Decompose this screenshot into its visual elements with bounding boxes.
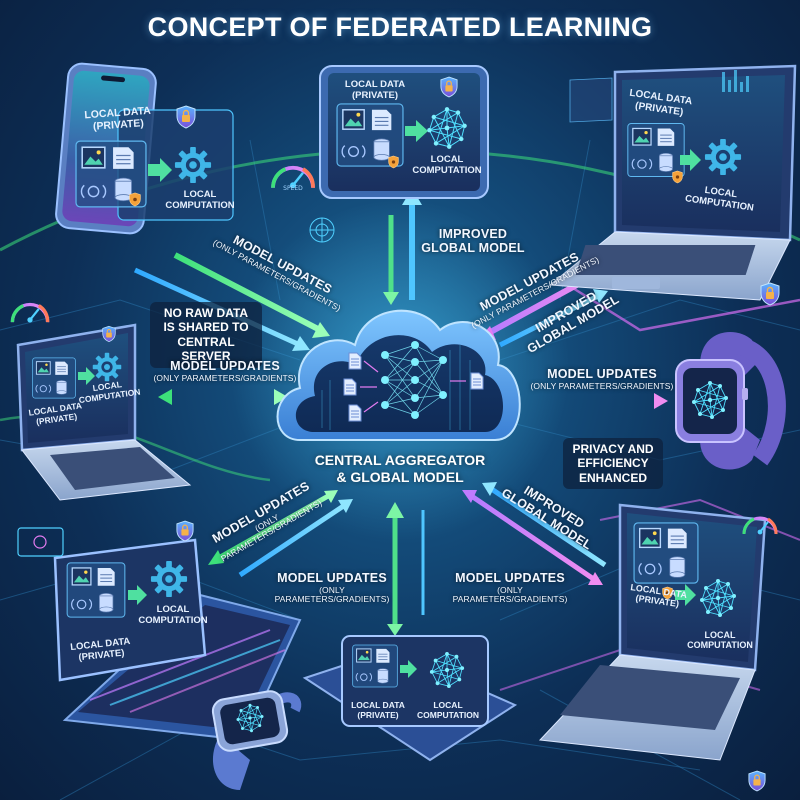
local-computation-label: LOCAL COMPUTATION (408, 700, 488, 721)
laptop-top-right-graphic (548, 64, 797, 306)
model-updates-label-mid-right: MODEL UPDATES (ONLY PARAMETERS/GRADIENTS… (528, 367, 676, 391)
arrow-mid-left (158, 389, 288, 405)
model-updates-text: MODEL UPDATES (170, 359, 280, 373)
only-params-text: (ONLY PARAMETERS/GRADIENTS) (274, 584, 390, 605)
local-computation-line2: COMPUTATION (687, 640, 753, 651)
callout-line1: NO RAW DATA (163, 306, 249, 320)
smartwatch-bottom-left-graphic (211, 690, 302, 790)
globe-network-icon (309, 217, 335, 243)
local-data-label-line2: (PRIVATE) (351, 89, 399, 101)
id-card-icon (17, 527, 64, 557)
improved-global-model-label-top: IMPROVED GLOBAL MODEL (418, 227, 528, 256)
local-computation-line2: COMPUTATION (416, 709, 479, 720)
tablet-top-center-graphic (319, 65, 489, 199)
phone-bottom-center-graphic (302, 635, 518, 762)
smartwatch-mid-right-graphic (675, 332, 786, 470)
arrow-bottom-center (386, 502, 425, 636)
local-data-label-line1: LOCAL DATA (351, 700, 405, 710)
local-data-label: LOCAL DATA (PRIVATE) (335, 79, 415, 102)
speed-gauge-icon: SPEED (271, 165, 315, 192)
no-raw-data-callout: NO RAW DATA IS SHARED TO CENTRAL SERVER (150, 302, 262, 368)
model-updates-label-bottom-center-left: MODEL UPDATES (ONLY PARAMETERS/GRADIENTS… (262, 571, 402, 605)
model-updates-text: MODEL UPDATES (277, 571, 387, 585)
local-computation-label: LOCAL COMPUTATION (128, 604, 218, 627)
local-computation-line1: LOCAL (430, 154, 464, 165)
model-updates-text: MODEL UPDATES (455, 571, 565, 585)
model-updates-label-bottom-center-right: MODEL UPDATES (ONLY PARAMETERS/GRADIENTS… (440, 571, 580, 605)
callout-line1: PRIVACY AND (572, 442, 654, 456)
central-aggregator-line2: & GLOBAL MODEL (336, 468, 464, 485)
global-model-text: GLOBAL MODEL (421, 240, 525, 255)
local-data-label: LOCAL DATA (PRIVATE) (343, 700, 413, 721)
improved-text: IMPROVED (438, 227, 508, 241)
local-computation-line1: LOCAL (704, 630, 736, 640)
local-computation-label: LOCAL COMPUTATION (160, 189, 240, 212)
local-computation-label: LOCAL COMPUTATION (680, 630, 760, 651)
svg-text:SPEED: SPEED (283, 185, 303, 192)
callout-line2: IS SHARED TO (163, 320, 249, 335)
local-computation-line2: COMPUTATION (138, 614, 208, 626)
tablet-bottom-left-graphic (53, 520, 302, 742)
model-updates-text: MODEL UPDATES (547, 367, 657, 381)
local-computation-line1: LOCAL (156, 604, 190, 615)
arrow-bottom-left (208, 490, 353, 578)
local-computation-line1: LOCAL (433, 700, 463, 710)
local-data-label-line1: LOCAL DATA (344, 79, 406, 90)
only-params-text: (ONLY PARAMETERS/GRADIENTS) (452, 584, 568, 605)
central-aggregator-label: CENTRAL AGGREGATOR & GLOBAL MODEL (290, 452, 510, 486)
page-title: CONCEPT OF FEDERATED LEARNING (147, 12, 653, 42)
local-data-label-line2: (PRIVATE) (357, 709, 399, 720)
local-computation-line2: COMPUTATION (165, 199, 235, 211)
local-computation-line1: LOCAL (183, 189, 217, 200)
privacy-efficiency-callout: PRIVACY AND EFFICIENCY ENHANCED (563, 438, 663, 490)
callout-line3: CENTRAL SERVER (177, 334, 235, 364)
local-computation-label: LOCAL COMPUTATION (407, 154, 487, 177)
local-computation-line2: COMPUTATION (412, 164, 482, 176)
laptop-bottom-right-graphic (538, 503, 778, 761)
model-updates-label-mid-left: MODEL UPDATES (ONLY PARAMETERS/GRADIENTS… (150, 359, 300, 383)
arrow-mid-right (520, 393, 668, 409)
central-aggregator-line1: CENTRAL AGGREGATOR (314, 452, 486, 468)
laptop-mid-left-graphic (16, 323, 192, 501)
smartphone-top-left-graphic (55, 62, 234, 235)
arrow-bottom-right (462, 482, 607, 585)
only-params-text: (ONLY PARAMETERS/GRADIENTS) (153, 372, 297, 383)
callout-line2: EFFICIENCY (577, 456, 649, 471)
callout-line3: ENHANCED (578, 470, 647, 485)
central-cloud (276, 309, 521, 441)
only-params-text: (ONLY PARAMETERS/GRADIENTS) (530, 380, 674, 391)
